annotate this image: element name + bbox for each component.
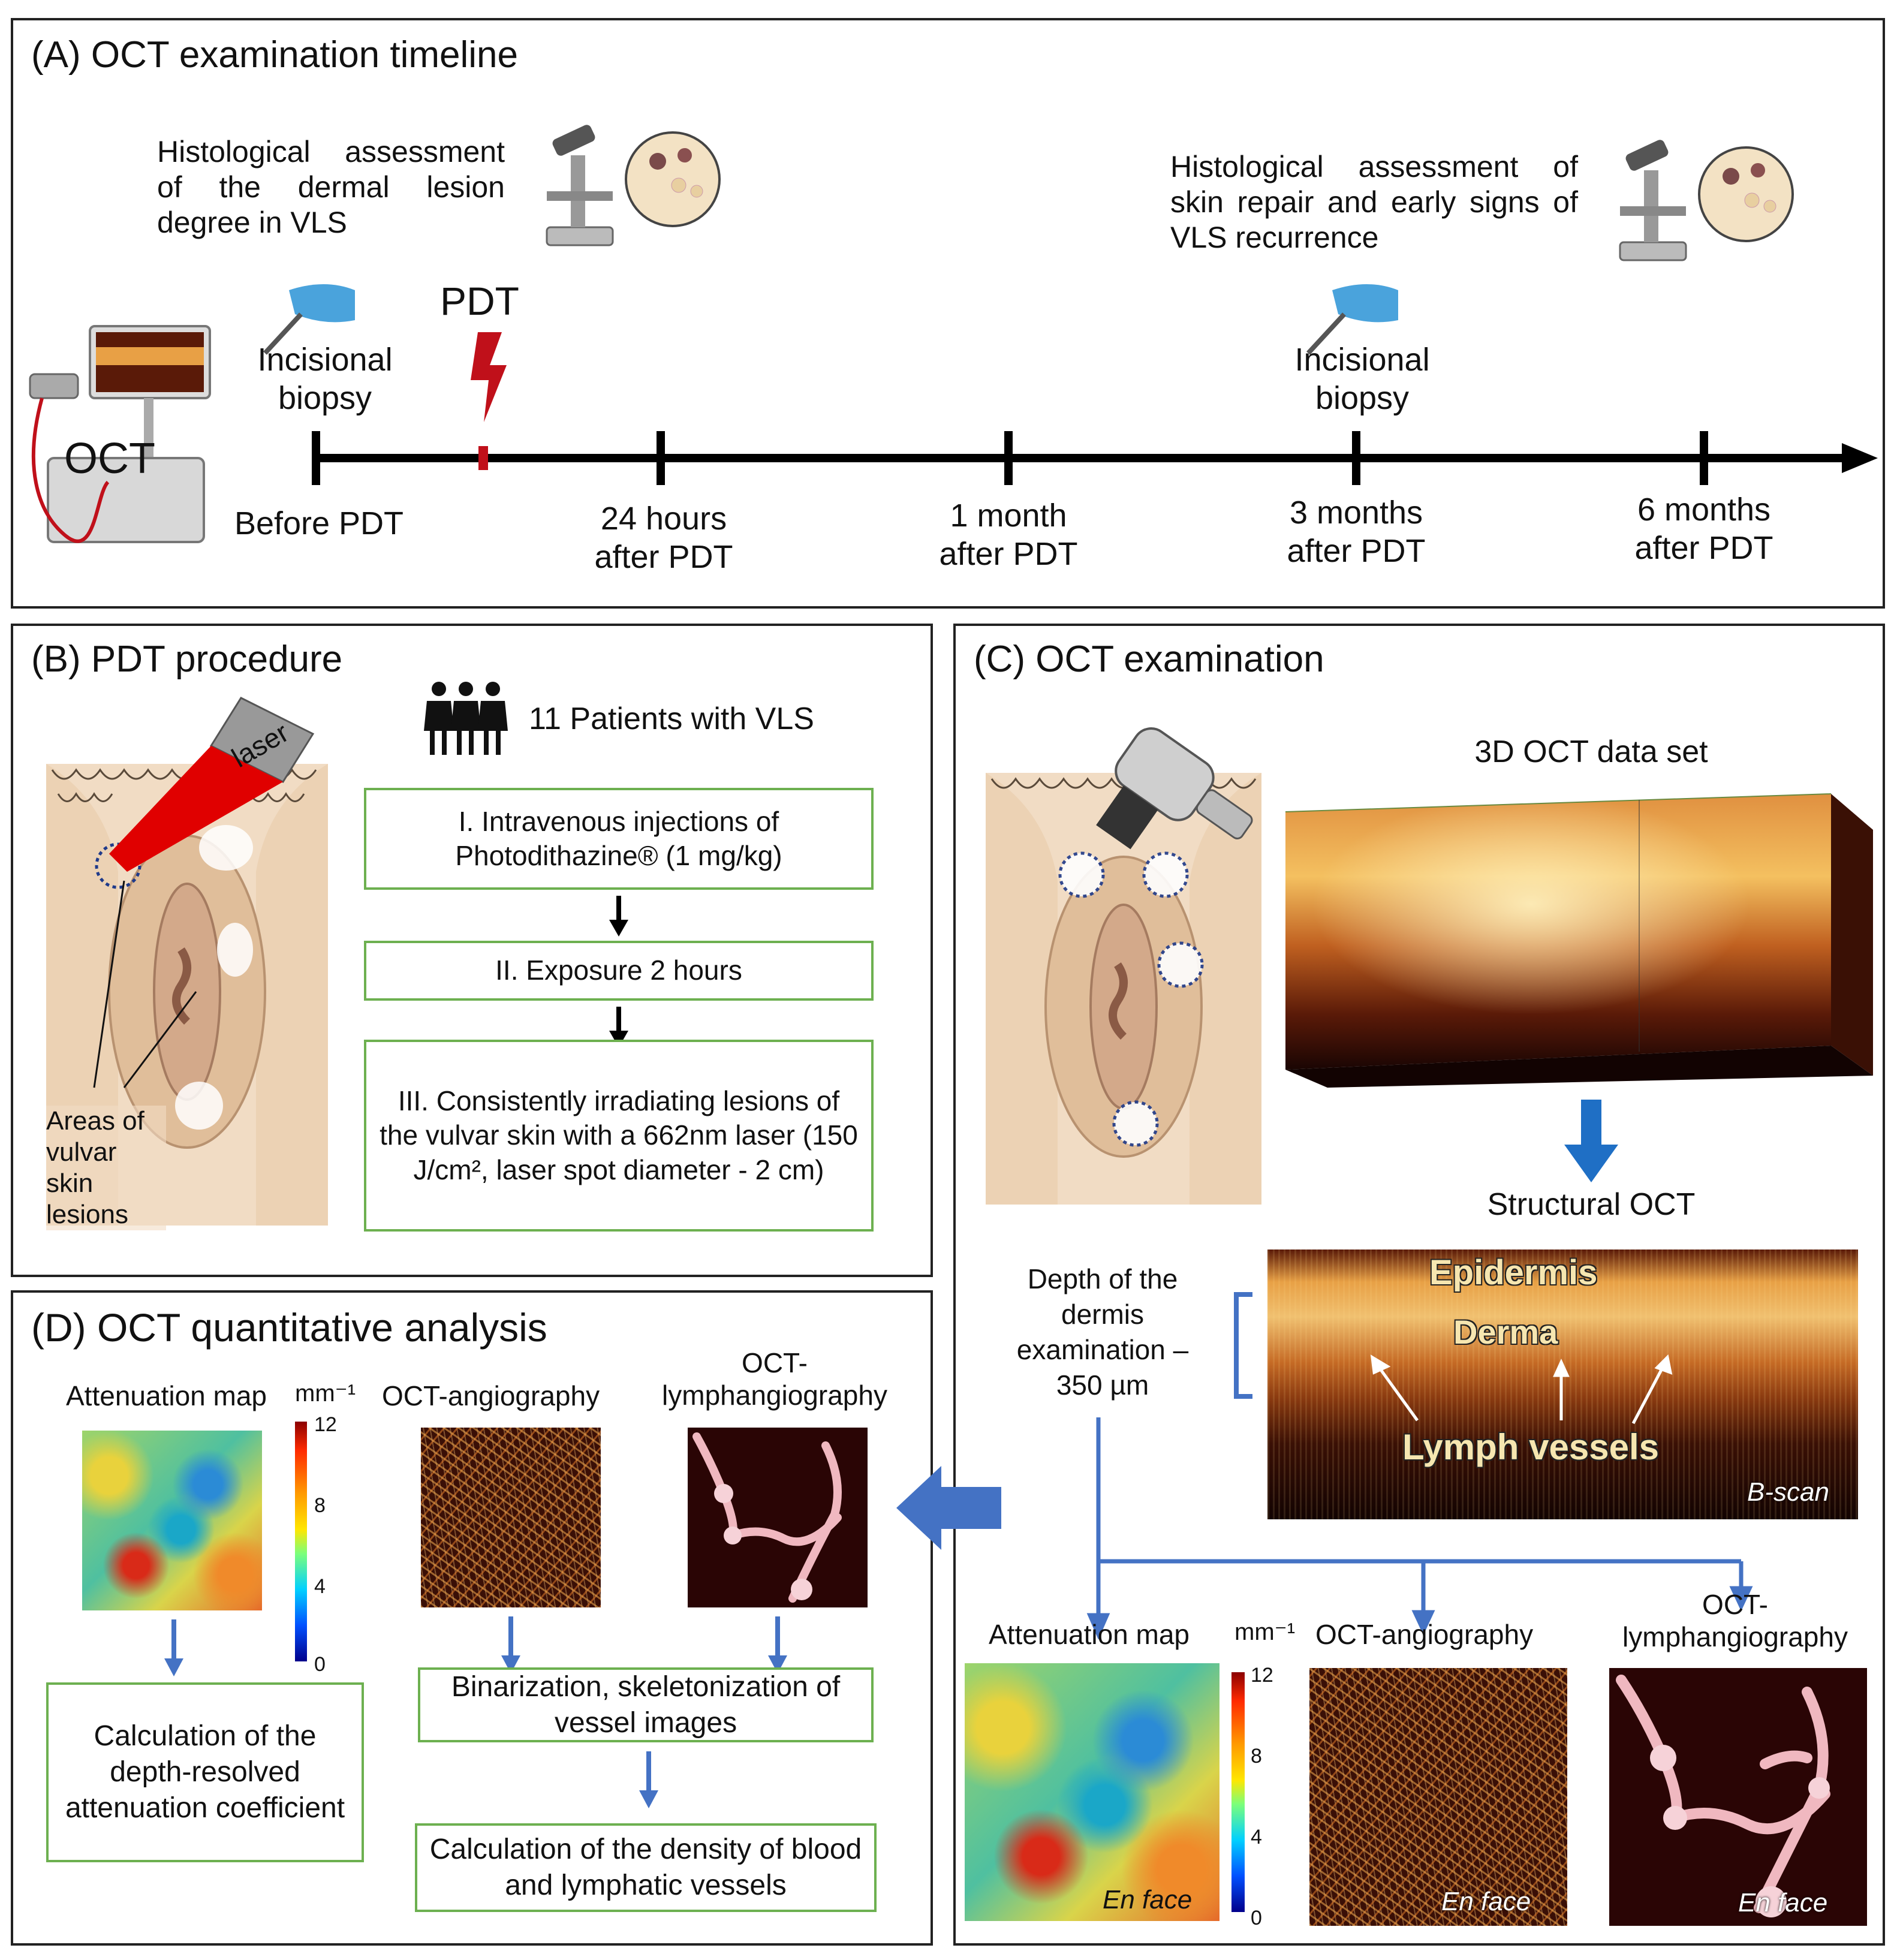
d-angio-title: OCT-angiography	[382, 1380, 600, 1411]
panel-d: (D) OCT quantitative analysis Attenuatio…	[11, 1290, 933, 1946]
c-colorbar	[1231, 1672, 1245, 1912]
c-atten-title: Attenuation map	[989, 1619, 1190, 1650]
d-atten-title: Attenuation map	[66, 1380, 267, 1411]
pdt-label: PDT	[440, 279, 519, 323]
d-tick-8: 8	[314, 1494, 326, 1517]
d-density-box: Calculation of the density of blood and …	[415, 1823, 877, 1912]
step-1-box: I. Intravenous injections of Photodithaz…	[364, 788, 874, 890]
branch-arrows	[1086, 1417, 1753, 1640]
structural-title: Structural OCT	[1487, 1187, 1696, 1222]
arrow-down-blue-big	[1564, 1100, 1618, 1182]
c-lymphangiography-image	[1609, 1668, 1867, 1926]
dataset-title: 3D OCT data set	[1474, 734, 1708, 769]
c-lymph-title: OCT-lymphangiography	[1622, 1589, 1848, 1653]
d-unit-label: mm⁻¹	[295, 1380, 356, 1407]
c-tick-8: 8	[1251, 1745, 1262, 1768]
step-3-box: III. Consistently irradiating lesions of…	[364, 1040, 874, 1232]
d-colorbar	[295, 1422, 307, 1661]
d-attenuation-map	[82, 1431, 262, 1610]
d-arrow-density	[639, 1751, 658, 1808]
d-tick-4: 4	[314, 1575, 326, 1598]
arrow-down-2	[609, 1007, 628, 1047]
lymph-arrows	[1370, 1354, 1673, 1425]
arrow-down-1	[609, 896, 628, 937]
c-tick-0: 0	[1251, 1907, 1262, 1929]
d-atten-calc-box: Calculation of the depth-resolved attenu…	[46, 1682, 364, 1862]
laser-icon	[109, 697, 315, 872]
bscan-label: B-scan	[1747, 1477, 1829, 1507]
timeline-axis	[312, 431, 1878, 485]
timepoint-6m: 6 months after PDT	[1634, 492, 1773, 566]
oct-device-label: OCT	[64, 435, 155, 483]
lymph-vessels-label: Lymph vessels	[1402, 1427, 1659, 1467]
d-tick-12: 12	[314, 1413, 337, 1436]
c-tick-12: 12	[1251, 1664, 1273, 1687]
bscan-image: Epidermis Derma Lymph vessels B-scan	[1267, 1250, 1858, 1519]
d-angiography-image	[421, 1428, 601, 1607]
panel-d-title: (D) OCT quantitative analysis	[31, 1305, 547, 1350]
c-enface-label-1: En face	[1103, 1885, 1193, 1914]
panel-a-title: (A) OCT examination timeline	[31, 34, 519, 76]
panel-c-title: (C) OCT examination	[974, 639, 1324, 680]
c-enface-label-2: En face	[1441, 1887, 1531, 1916]
panel-a: (A) OCT examination timeline OCT Histolo…	[11, 18, 1885, 609]
d-arrow-atten	[164, 1619, 183, 1676]
scalpel-left-icon	[263, 284, 355, 355]
d-arrow-angio	[501, 1616, 520, 1673]
c-angio-title: OCT-angiography	[1315, 1619, 1534, 1650]
microscope-left-icon	[546, 125, 721, 246]
d-arrow-lymph	[768, 1616, 787, 1673]
c-attenuation-map: En face	[965, 1663, 1220, 1921]
timepoint-1m: 1 month after PDT	[939, 498, 1078, 572]
step-2-box: II. Exposure 2 hours	[364, 941, 874, 1001]
histo-right-text: Histological assessment of skin repair a…	[1170, 150, 1578, 254]
epidermis-label: Epidermis	[1429, 1253, 1598, 1292]
depth-bracket	[1234, 1292, 1252, 1399]
patients-label: 11 Patients with VLS	[529, 701, 814, 736]
timepoint-24h: 24 hours after PDT	[594, 501, 733, 575]
histo-left-text: Histological assessment of the dermal le…	[157, 135, 505, 239]
c-enface-label-3: En face	[1738, 1888, 1828, 1917]
c-unit-label: mm⁻¹	[1234, 1619, 1296, 1645]
scalpel-right-icon	[1306, 284, 1398, 355]
vulva-anatomy-illustration	[46, 764, 328, 1226]
vulva-probe-illustration	[986, 727, 1261, 1205]
c-tick-4: 4	[1251, 1826, 1262, 1848]
patients-icon	[424, 682, 508, 755]
panel-b: (B) PDT procedure laser Areas of vulvar …	[11, 624, 933, 1277]
panel-b-title: (B) PDT procedure	[31, 639, 343, 680]
panel-c: (C) OCT examination 3D OCT data set	[953, 624, 1885, 1946]
derma-label: Derma	[1453, 1313, 1558, 1351]
d-binarization-box: Binarization, skeletonization of vessel …	[418, 1667, 874, 1742]
biopsy-right-label: Incisional biopsy	[1294, 342, 1430, 416]
oct-volume-image	[1285, 793, 1873, 1088]
lesion-label: Areas of vulvar skin lesions	[46, 1106, 166, 1230]
arrow-c-to-d	[896, 1466, 1001, 1550]
d-lymphangiography-image	[688, 1428, 868, 1607]
depth-text: Depth of the dermis examination – 350 µm	[1016, 1263, 1189, 1401]
microscope-right-icon	[1619, 140, 1794, 261]
d-lymph-title: OCT-lymphangiography	[662, 1347, 887, 1411]
timepoint-before: Before PDT	[234, 505, 404, 541]
oct-device-icon	[29, 325, 211, 543]
timepoint-3m: 3 months after PDT	[1287, 495, 1426, 569]
lightning-icon	[471, 332, 507, 422]
c-angiography-image: En face	[1309, 1668, 1567, 1926]
biopsy-left-label: Incisional biopsy	[257, 342, 393, 416]
d-tick-0: 0	[314, 1653, 326, 1676]
